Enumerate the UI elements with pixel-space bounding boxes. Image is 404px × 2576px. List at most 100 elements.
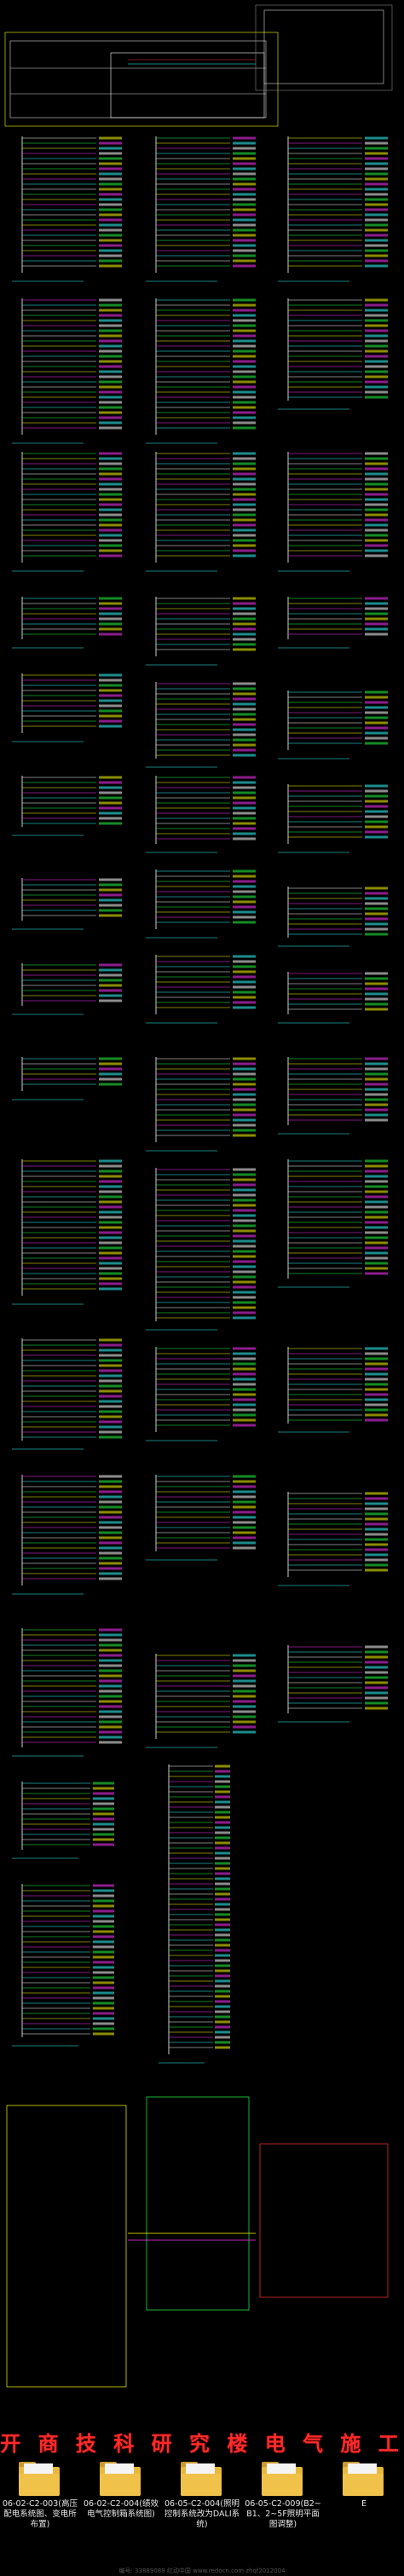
cad-circuit-label-block xyxy=(99,254,122,257)
cad-circuit-label-block xyxy=(99,622,122,626)
cad-circuit-label-block xyxy=(365,972,388,975)
cad-circuit-label-block xyxy=(99,513,122,517)
cad-circuit-label-block xyxy=(92,1822,114,1826)
cad-circuit-label-block xyxy=(365,259,388,263)
cad-circuit-label-block xyxy=(99,776,122,779)
cad-circuit-label-block xyxy=(99,259,122,263)
cad-circuit-label-block xyxy=(365,203,388,206)
cad-circuit-label-block xyxy=(215,2010,230,2013)
cad-circuit-label-block xyxy=(99,1567,122,1570)
cad-circuit-label-block xyxy=(99,355,122,358)
cad-circuit-label-block xyxy=(365,349,388,353)
cad-circuit-label-block xyxy=(233,228,256,232)
cad-circuit-label-block xyxy=(365,736,388,740)
cad-circuit-label-block xyxy=(233,965,256,968)
cad-circuit-label-block xyxy=(99,1221,122,1224)
cad-circuit-label-block xyxy=(99,1277,122,1280)
cad-circuit-label-block xyxy=(99,1664,122,1667)
cad-circuit-label-block xyxy=(92,1966,114,1969)
cad-circuit-label-block xyxy=(365,607,388,610)
cad-circuit-label-block xyxy=(233,991,256,994)
cad-circuit-label-block xyxy=(233,822,256,825)
cad-circuit-label-block xyxy=(365,1701,388,1705)
cad-circuit-label-block xyxy=(99,360,122,363)
cad-circuit-label-block xyxy=(233,1301,256,1304)
cad-circuit-label-block xyxy=(99,1379,122,1383)
file-item[interactable]: 06-02-C2-004(绩效电气控制箱系统图) xyxy=(81,2458,161,2559)
cad-circuit-label-block xyxy=(215,1903,230,1906)
cad-circuit-label-block xyxy=(233,218,256,222)
cad-circuit-label-block xyxy=(99,314,122,317)
cad-circuit-label-block xyxy=(233,1229,256,1233)
cad-circuit-label-block xyxy=(233,319,256,322)
cad-circuit-label-block xyxy=(99,249,122,252)
cad-circuit-label-block xyxy=(92,1915,114,1918)
cad-circuit-label-block xyxy=(233,462,256,465)
cad-circuit-label-block xyxy=(365,1408,388,1412)
cad-circuit-label-block xyxy=(365,303,388,307)
cad-circuit-label-block xyxy=(365,239,388,242)
cad-circuit-label-block xyxy=(99,893,122,897)
cad-circuit-label-block xyxy=(92,1981,114,1984)
cad-circuit-label-block xyxy=(365,1113,388,1117)
cad-circuit-label-block xyxy=(215,1785,230,1788)
cad-circuit-label-block xyxy=(233,234,256,237)
cad-drawing-canvas xyxy=(4,4,393,2388)
cad-circuit-label-block xyxy=(99,1067,122,1071)
cad-circuit-label-block xyxy=(215,1995,230,1998)
cad-circuit-label-block xyxy=(233,900,256,904)
cad-circuit-label-block xyxy=(233,806,256,810)
cad-circuit-label-block xyxy=(99,1241,122,1245)
cad-circuit-label-block xyxy=(365,1533,388,1536)
cad-circuit-label-block xyxy=(365,1661,388,1664)
file-item[interactable]: E xyxy=(324,2458,404,2559)
cad-circuit-label-block xyxy=(99,421,122,425)
cad-circuit-label-block xyxy=(233,1730,256,1734)
cad-circuit-label-block xyxy=(233,796,256,800)
cad-circuit-label-block xyxy=(233,193,256,196)
cad-circuit-label-block xyxy=(365,815,388,818)
cad-circuit-label-block xyxy=(215,2005,230,2008)
cad-circuit-label-block xyxy=(365,324,388,327)
cad-circuit-label-block xyxy=(92,1961,114,1964)
cad-circuit-label-block xyxy=(233,1183,256,1187)
cad-circuit-label-block xyxy=(365,1691,388,1695)
cad-circuit-label-block xyxy=(233,426,256,430)
file-name: 06-02-C2-004(绩效电气控制箱系统图) xyxy=(84,2499,159,2519)
file-item[interactable]: 06-02-C2-003(高压配电系统图、变电所布置) xyxy=(0,2458,80,2559)
cad-circuit-label-block xyxy=(233,1669,256,1672)
cad-circuit-label-block xyxy=(99,1185,122,1188)
cad-circuit-label-block xyxy=(99,136,122,140)
cad-circuit-label-block xyxy=(99,234,122,237)
cad-circuit-label-block xyxy=(99,426,122,430)
cad-circuit-label-block xyxy=(365,544,388,547)
cad-circuit-label-block xyxy=(99,239,122,242)
cad-circuit-label-block xyxy=(99,1384,122,1388)
cad-circuit-label-block xyxy=(215,1862,230,1865)
cad-circuit-label-block xyxy=(365,518,388,522)
cad-circuit-label-block xyxy=(365,339,388,343)
cad-circuit-label-block xyxy=(233,1367,256,1371)
cad-circuit-label-block xyxy=(233,627,256,631)
cad-circuit-label-block xyxy=(99,1572,122,1575)
cad-circuit-label-block xyxy=(365,234,388,237)
cad-circuit-label-block xyxy=(99,679,122,682)
file-item[interactable]: 06-05-C2-009(B2~B1、2~5F照明平面图调整) xyxy=(243,2458,323,2559)
cad-circuit-label-block xyxy=(365,632,388,636)
cad-circuit-label-block xyxy=(215,1877,230,1880)
cad-circuit-label-block xyxy=(99,968,122,972)
cad-circuit-label-block xyxy=(99,1689,122,1693)
cad-circuit-label-block xyxy=(365,1707,388,1710)
cad-circuit-label-block xyxy=(233,885,256,888)
cad-circuit-label-block xyxy=(233,1250,256,1253)
cad-circuit-label-block xyxy=(215,1826,230,1829)
cad-circuit-label-block xyxy=(365,1413,388,1417)
cad-circuit-label-block xyxy=(365,182,388,186)
cad-circuit-label-block xyxy=(215,1984,230,1988)
cad-circuit-label-block xyxy=(233,827,256,830)
cad-circuit-label-block xyxy=(99,632,122,636)
cad-circuit-label-block xyxy=(99,349,122,353)
file-item[interactable]: 06-05-C2-004(照明控制系统改为DALI系统) xyxy=(162,2458,242,2559)
cad-circuit-label-block xyxy=(99,182,122,186)
cad-circuit-label-block xyxy=(92,2032,114,2036)
